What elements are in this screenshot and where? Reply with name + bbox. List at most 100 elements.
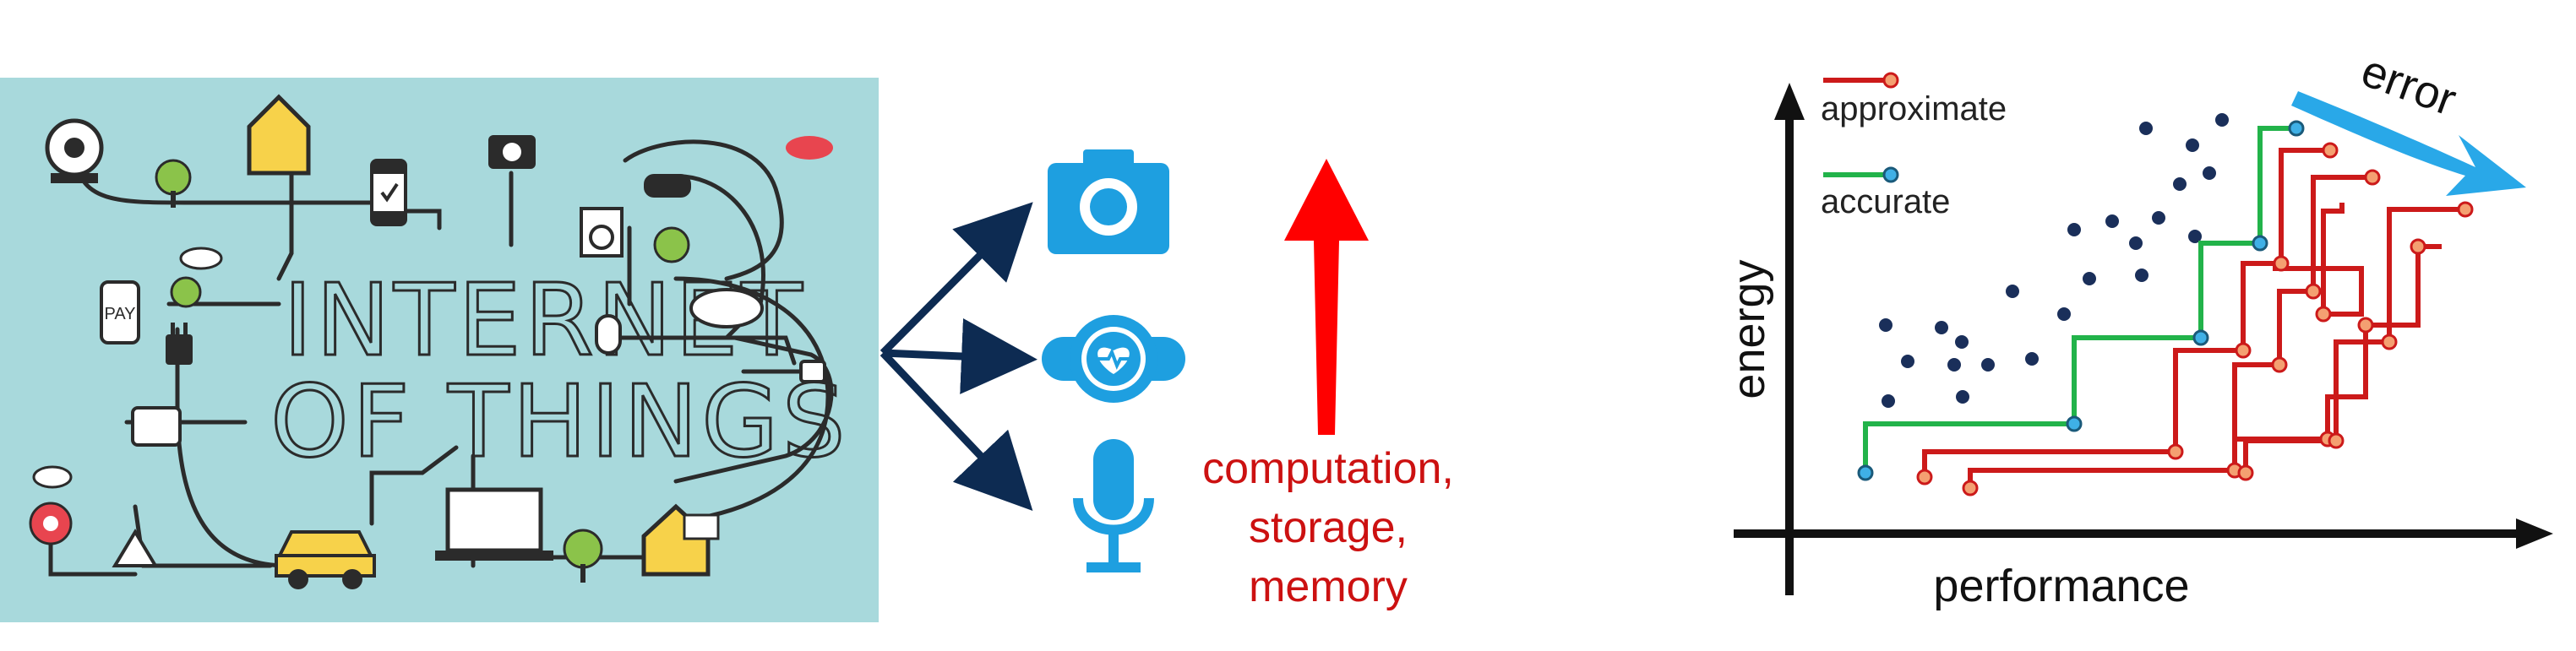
lips-icon <box>786 136 833 160</box>
approx-marker <box>2357 317 2374 334</box>
arrow-to-mic <box>880 350 1033 512</box>
approx-staircase-1 <box>1922 148 2330 477</box>
approximate-markers <box>1916 142 2474 496</box>
legend-approx-label: approximate <box>1821 90 2007 127</box>
approx-marker <box>1962 480 1979 496</box>
x-axis-arrowhead <box>2516 518 2553 549</box>
car-icon <box>275 530 376 589</box>
robot-arm-icon <box>131 406 182 447</box>
error-label: error <box>2355 45 2463 125</box>
approx-marker <box>2364 169 2381 186</box>
approx-marker <box>2237 464 2254 481</box>
resources-line2: storage, <box>1249 503 1408 552</box>
pay-label: PAY <box>104 305 135 323</box>
resources-up-arrow <box>1284 159 1369 435</box>
dot <box>2152 211 2165 225</box>
dot <box>2105 214 2119 228</box>
accurate-marker <box>2066 415 2083 432</box>
tree-icon <box>155 159 192 208</box>
approx-marker <box>2167 443 2184 460</box>
satellite-dish-icon <box>112 529 159 567</box>
plug-icon <box>166 323 193 365</box>
approx-marker <box>2457 201 2474 218</box>
mouse-icon <box>595 314 622 355</box>
arrow-to-camera <box>880 202 1033 356</box>
dot <box>2057 307 2071 321</box>
dot <box>1947 358 1961 372</box>
tree-icon-4 <box>563 529 603 583</box>
camera-small-icon <box>488 135 536 169</box>
laptop-icon <box>435 487 553 561</box>
dot <box>2083 272 2096 285</box>
dot <box>1879 318 1893 332</box>
legend-approx-marker <box>1882 72 1899 89</box>
iot-background <box>0 78 879 622</box>
dot <box>2006 285 2019 298</box>
dot <box>2067 223 2081 236</box>
house-icon-2 <box>641 503 720 577</box>
approx-marker <box>2328 432 2345 449</box>
branch-arrows <box>880 202 1037 512</box>
smartwatch-heart-icon <box>1042 315 1185 403</box>
gamepad-icon <box>644 174 691 198</box>
tree-icon-3 <box>170 276 202 308</box>
approx-marker <box>1916 469 1933 486</box>
dot <box>2188 230 2202 243</box>
iot-panel: INTERNET OF THINGS <box>0 78 879 622</box>
dot <box>2186 138 2199 152</box>
smart-house-icon <box>247 94 311 176</box>
accurate-marker <box>1857 464 1874 481</box>
approx-marker <box>2322 142 2339 159</box>
dot <box>1956 390 1969 404</box>
resources-line3: memory <box>1249 562 1408 611</box>
cloud-icon <box>179 247 223 270</box>
tree-icon-2 <box>653 226 690 263</box>
washing-machine-icon <box>580 207 624 258</box>
dot <box>2215 113 2229 127</box>
smartwatch-icon <box>370 159 407 226</box>
chart: performance energy approximate accurate … <box>1724 45 2553 611</box>
x-axis-label: performance <box>1933 561 2189 611</box>
approx-marker <box>2271 356 2288 373</box>
approx-marker <box>2273 255 2290 272</box>
error-arrow <box>2291 91 2526 196</box>
resources-line1: computation, <box>1202 444 1454 493</box>
approx-marker <box>2315 306 2332 323</box>
dot <box>1882 394 1895 408</box>
legend-accurate-label: accurate <box>1821 183 1950 220</box>
dot <box>2025 352 2039 366</box>
approx-marker <box>2381 334 2398 350</box>
dot <box>1955 335 1969 349</box>
accurate-marker <box>2192 329 2209 346</box>
dot <box>2135 269 2148 282</box>
phone-pay-icon: PAY <box>100 280 140 344</box>
dot <box>1901 355 1914 368</box>
cloud-icon-3 <box>32 465 73 489</box>
webcam-icon <box>45 118 104 183</box>
accurate-series <box>1857 120 2305 481</box>
legend-accurate-marker <box>1882 166 1899 183</box>
approx-staircase-5 <box>2243 207 2465 473</box>
outlet-plug-icon <box>799 360 826 383</box>
location-pin-icon <box>29 502 73 545</box>
accurate-marker <box>2288 120 2305 137</box>
accurate-marker <box>2252 235 2268 252</box>
camera-icon <box>1048 149 1169 254</box>
iot-title-line2: OF THINGS <box>270 363 848 480</box>
y-axis-label: energy <box>1724 259 1774 399</box>
dot <box>2129 236 2143 250</box>
cloud-icon-2 <box>689 288 764 328</box>
approx-marker <box>2235 342 2252 359</box>
dot <box>2203 166 2216 180</box>
approx-marker <box>2410 238 2426 255</box>
dot <box>1935 321 1948 334</box>
dot <box>2173 177 2187 191</box>
dot <box>1981 358 1995 372</box>
dot <box>2139 122 2153 135</box>
y-axis-arrowhead <box>1774 83 1805 120</box>
approximate-series <box>1922 148 2465 488</box>
microphone-icon <box>1073 439 1154 572</box>
scatter-dots <box>1879 113 2229 408</box>
arrow-to-watch <box>882 317 1037 394</box>
